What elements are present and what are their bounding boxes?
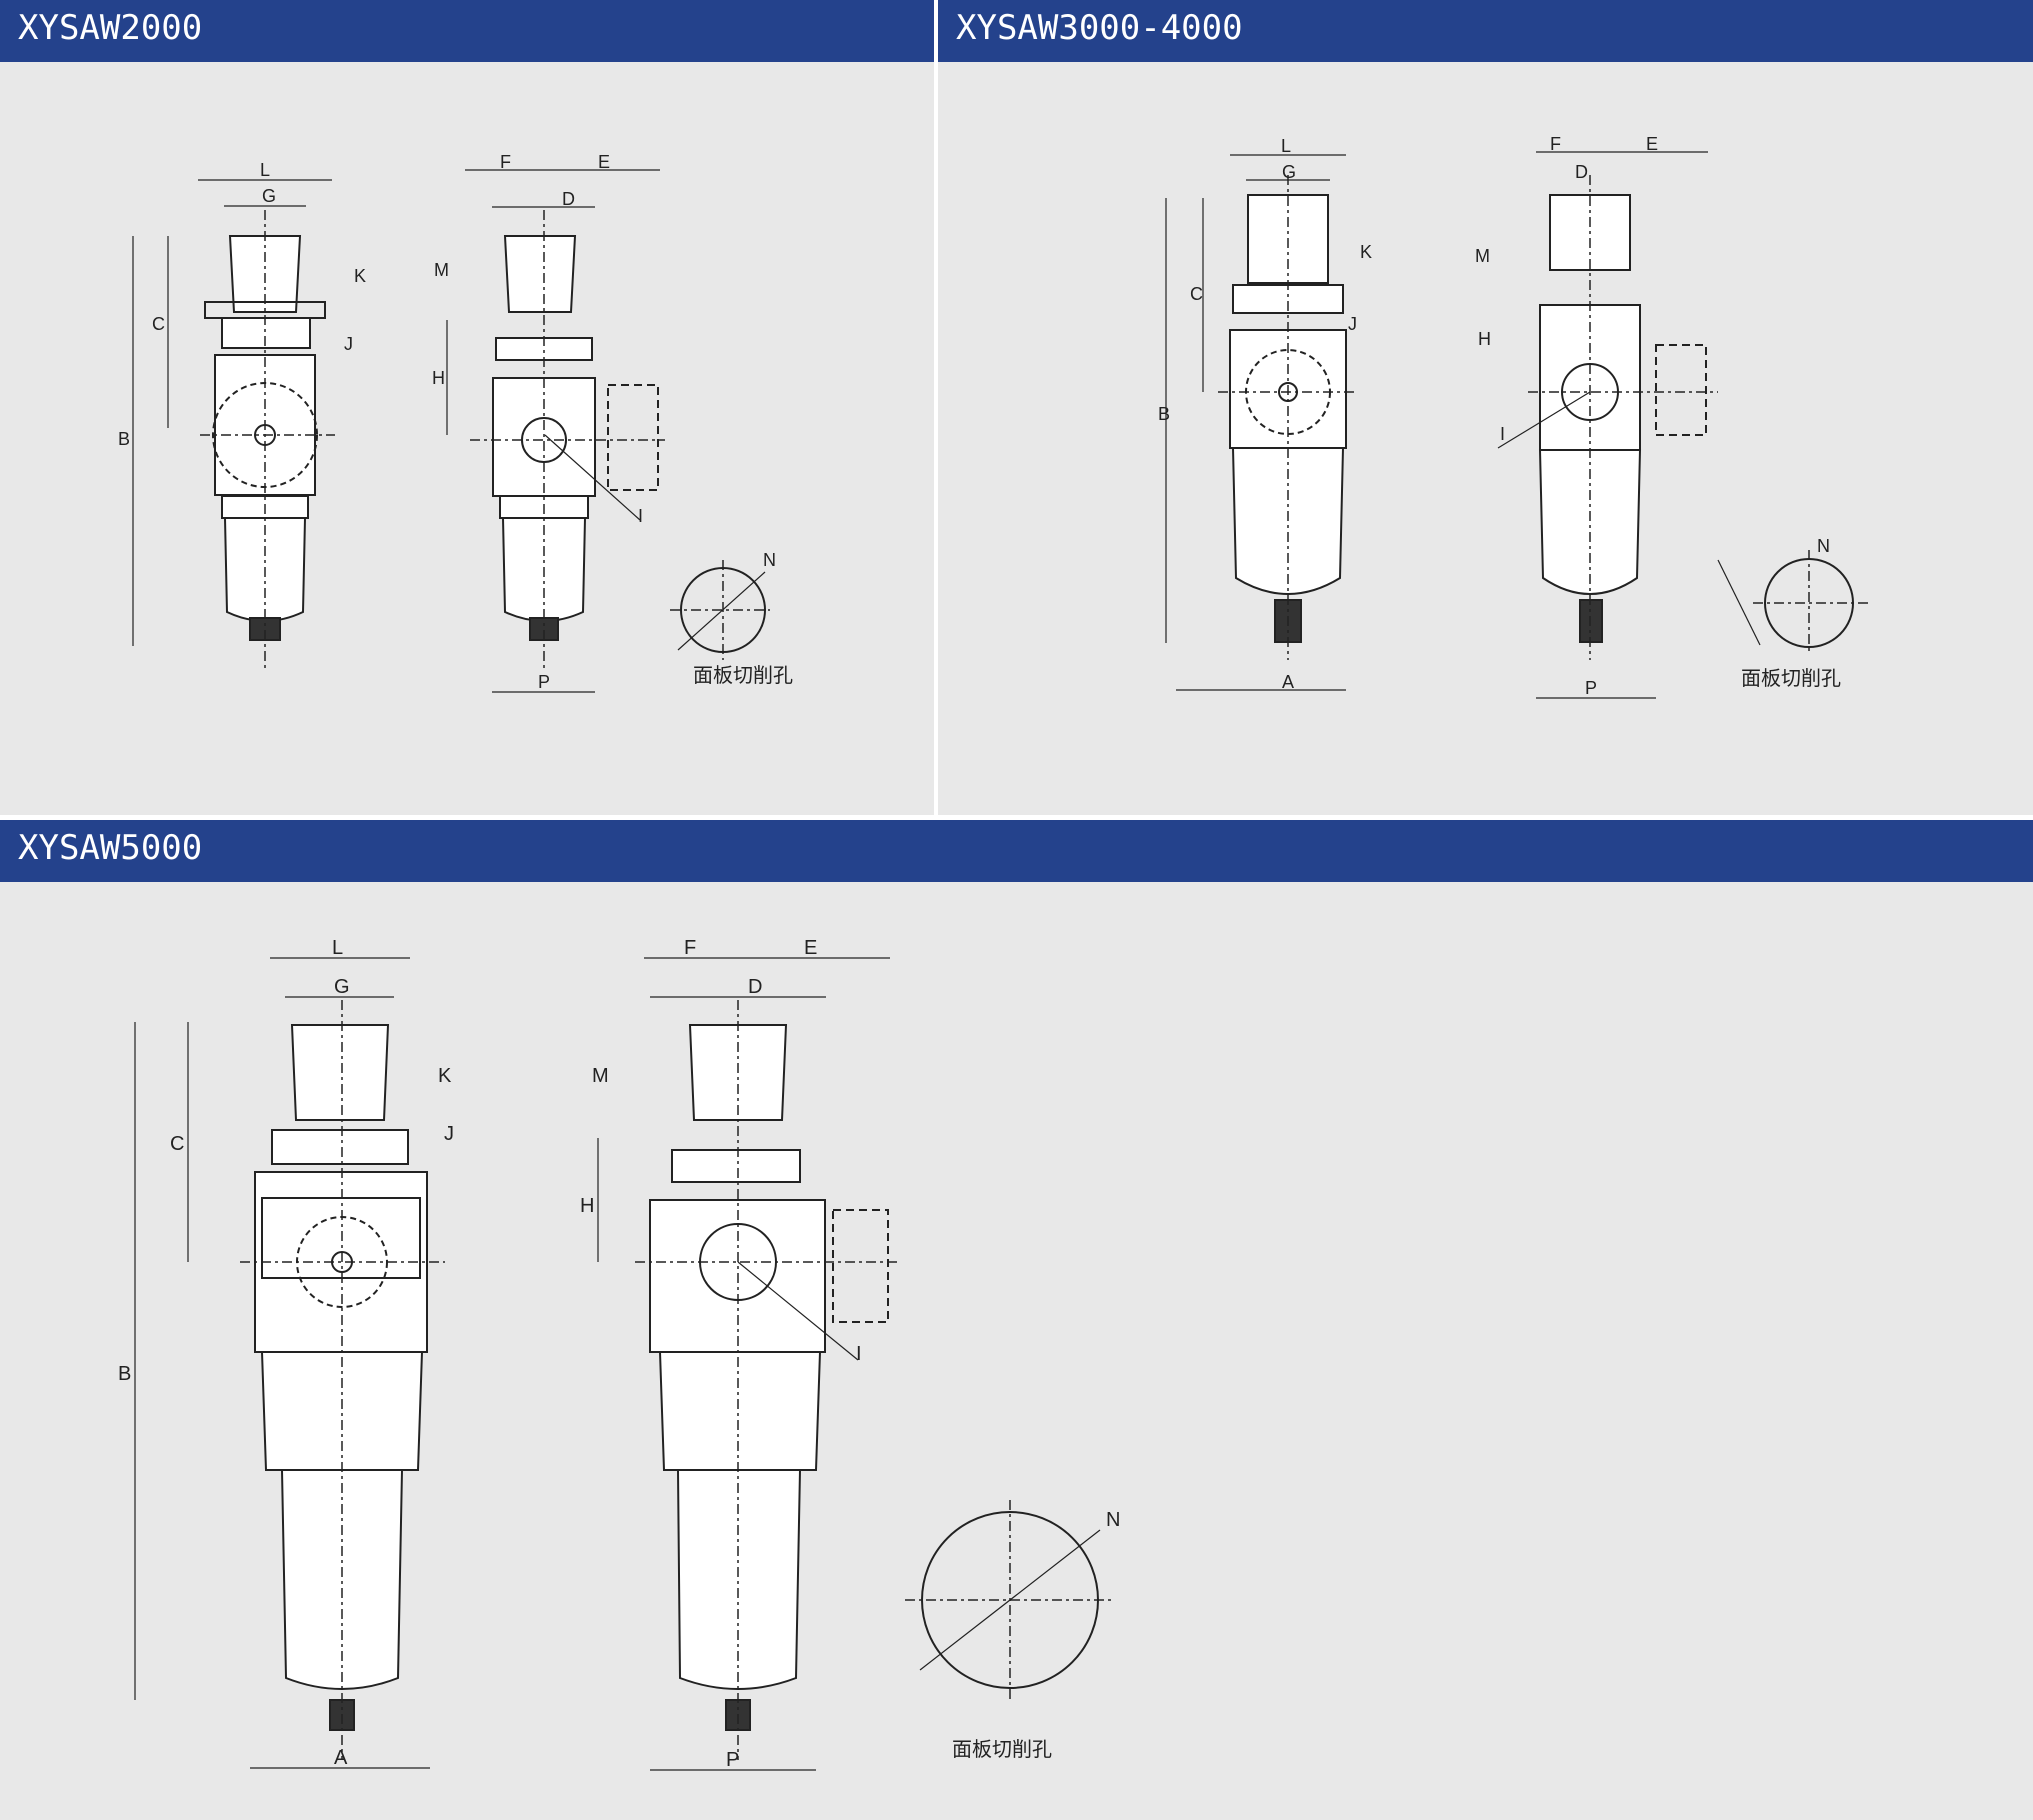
dim-label-A: A [334,1747,348,1769]
dim-label-L: L [1281,136,1291,156]
dim-label-D: D [562,189,575,209]
dim-label-C: C [1190,284,1203,304]
dim-label-G: G [1282,162,1296,182]
dim-label-K: K [1360,242,1372,262]
dim-label-I: I [638,506,643,526]
dim-label-E: E [1646,134,1658,154]
panel-xysaw3000-4000: XYSAW3000-4000 [938,0,2033,815]
panel-title: XYSAW2000 [0,0,934,62]
dim-label-I: I [856,1343,862,1365]
dim-label-E: E [804,937,817,959]
dim-label-B: B [1158,404,1170,424]
horizontal-divider [0,815,2033,820]
dim-label-C: C [170,1133,184,1155]
dim-label-H: H [432,368,445,388]
xysaw3000-drawing: L G K B C J A F E D M H I P N 面板切削孔 [1158,134,1868,699]
dim-label-B: B [118,1363,131,1385]
dim-label-M: M [592,1065,609,1087]
dim-label-B: B [118,429,130,449]
dim-label-F: F [684,937,696,959]
panel-xysaw2000: XYSAW2000 [0,0,934,815]
dim-label-G: G [262,186,276,206]
dim-label-E: E [598,152,610,172]
dim-label-P: P [726,1749,739,1771]
dim-label-C: C [152,314,165,334]
dim-label-F: F [1550,134,1561,154]
dim-label-J: J [344,334,353,354]
dim-label-I: I [1500,424,1505,444]
dim-label-L: L [260,160,270,180]
dim-label-K: K [354,266,366,286]
dim-label-M: M [1475,246,1490,266]
dim-label-N: N [1817,536,1830,556]
dim-label-D: D [748,976,762,998]
dim-label-J: J [1348,314,1357,334]
dim-label-K: K [438,1065,452,1087]
xysaw2000-drawing: L G K B C J F E D M H I P N 面板切削孔 [118,152,793,693]
dim-label-L: L [332,937,343,959]
panel-title: XYSAW5000 [0,820,2033,882]
dim-label-N: N [1106,1509,1120,1531]
dim-label-G: G [334,976,350,998]
dim-label-A: A [1282,672,1294,692]
dim-label-H: H [580,1195,594,1217]
dim-label-M: M [434,260,449,280]
cutout-caption: 面板切削孔 [693,663,793,687]
dim-label-D: D [1575,162,1588,182]
dim-label-J: J [444,1123,454,1145]
cutout-caption: 面板切削孔 [1741,666,1841,690]
dim-label-P: P [538,672,550,692]
dim-label-H: H [1478,329,1491,349]
dim-label-N: N [763,550,776,570]
vertical-divider [934,0,938,815]
front-knob [290,1024,390,1121]
panel-xysaw5000: XYSAW5000 [0,820,2033,1820]
xysaw5000-drawing: L G K B C J A F E D M H I P N 面板切削孔 [118,937,1120,1771]
panel-title: XYSAW3000-4000 [938,0,2033,62]
cutout-caption: 面板切削孔 [952,1737,1052,1761]
dim-label-P: P [1585,678,1597,698]
dim-label-F: F [500,152,511,172]
